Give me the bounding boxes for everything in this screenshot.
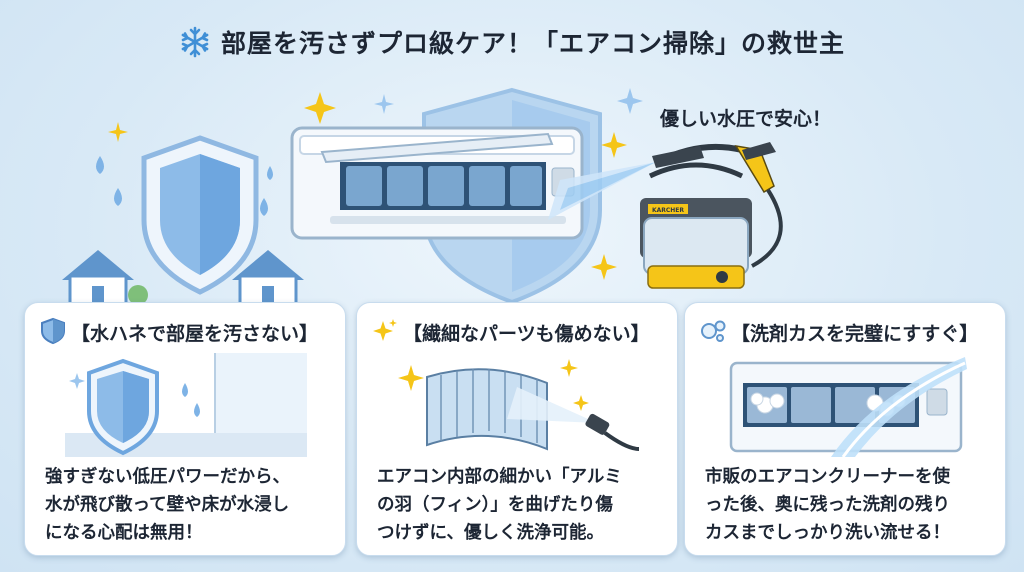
water-drops: [96, 156, 273, 216]
house-right: [232, 250, 304, 302]
shield-icon: [41, 317, 65, 345]
pressure-washer: KARCHER: [640, 142, 783, 289]
house-left: [62, 250, 148, 302]
header: 部屋を汚さずプロ級ケア！「エアコン掃除」の救世主: [0, 22, 1024, 62]
sparkle-icon: [373, 319, 397, 341]
card-body: 強すぎない低圧パワーだから、 水が飛び散って壁や床が水浸し になる心配は無用！: [45, 467, 290, 543]
feature-card-splash: 【水ハネで部屋を汚さない】 強すぎない低圧パワーだから、 水が飛び散って壁や床が…: [24, 302, 346, 556]
machine-brand-label: KARCHER: [652, 207, 684, 214]
fin-cleaning-illustration: [398, 359, 639, 451]
feature-card-rinse: 【洗剤カスを完璧にすすぐ】 市販のエアコンクリーナーを使 った後、奥に残った洗剤…: [684, 302, 1006, 556]
card-body: 市販のエアコンクリーナーを使 った後、奥に残った洗剤の残り カスまでしっかり洗い…: [705, 467, 950, 543]
water-spray: [548, 162, 656, 220]
ac-rinse-illustration: [729, 357, 967, 457]
air-conditioner: [290, 126, 584, 240]
shield-left: [141, 135, 259, 295]
card-title: 【繊細なパーツも傷めない】: [403, 323, 650, 345]
page-title: 部屋を汚さずプロ級ケア！「エアコン掃除」の救世主: [220, 29, 845, 58]
speech-text: 優しい水圧で安心！: [660, 108, 832, 130]
card-title: 【水ハネで部屋を汚さない】: [71, 323, 319, 345]
snowflake-icon: [181, 26, 209, 58]
bubbles-icon: [701, 320, 726, 342]
room-shield-illustration: [65, 353, 307, 457]
card-title: 【洗剤カスを完璧にすすぐ】: [731, 323, 979, 345]
hero-illustration: KARCHER: [62, 87, 783, 302]
card-body: エアコン内部の細かい「アルミ の羽（フィン）」を曲げたり傷 つけずに、優しく洗浄…: [377, 467, 622, 543]
feature-card-fins: 【繊細なパーツも傷めない】 エアコン内部の細かい「アルミ の羽（フィン）」を曲げ…: [356, 302, 678, 556]
sparkles: [108, 88, 643, 280]
